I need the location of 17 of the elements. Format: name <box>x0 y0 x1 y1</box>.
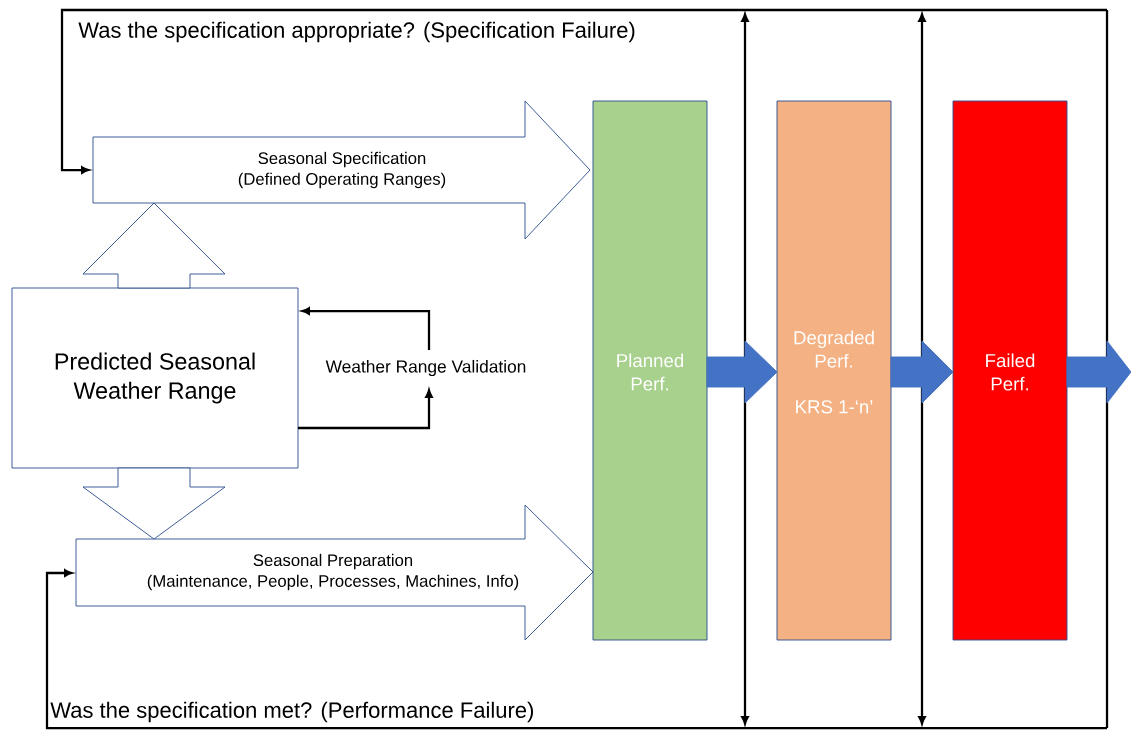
arrow <box>298 389 433 430</box>
question-label: Was the specification met? (Performance Failure) <box>50 701 533 723</box>
stage-bar: Planned Perf. <box>592 100 708 641</box>
process-label: Weather Range Validation <box>325 359 526 377</box>
arrow <box>45 569 1107 730</box>
stage-bar: Failed Perf. <box>952 100 1068 641</box>
block-arrow <box>1066 340 1131 404</box>
block-arrow <box>82 467 226 540</box>
question-label: Was the specification appropriate? (Specification Failure) <box>78 21 635 43</box>
arrow-box: Seasonal Specification (Defined Operating Ranges) <box>92 100 591 240</box>
arrow <box>301 307 431 350</box>
arrow-box: Seasonal Preparation (Maintenance, People, Processes, Machines, Info) <box>75 504 594 641</box>
block-arrow <box>82 202 226 289</box>
arrow <box>60 8 1107 174</box>
block-arrow <box>706 340 778 404</box>
stage-bar: Degraded Perf. KRS 1-‘n’ <box>776 100 892 641</box>
block-arrow <box>890 340 954 404</box>
